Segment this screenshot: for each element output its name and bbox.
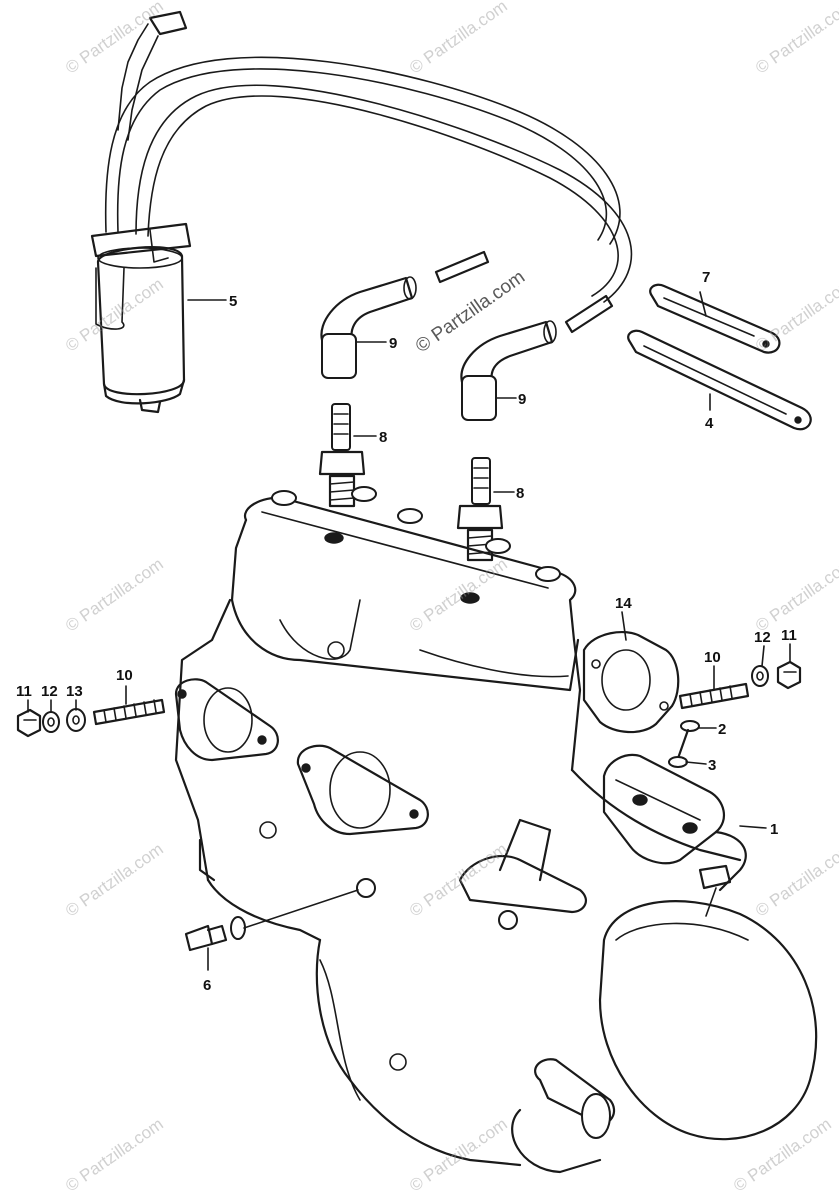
callout-6: 6	[203, 977, 211, 994]
lock-washer-left	[42, 711, 60, 733]
callout-8-right: 8	[516, 485, 524, 502]
pulser-unit-1	[602, 753, 747, 917]
engine-block	[174, 486, 818, 1174]
strap-long	[627, 329, 812, 431]
callout-12-right: 12	[754, 629, 771, 646]
stud-left	[92, 698, 166, 726]
washer-3	[668, 756, 688, 768]
callout-9-left: 9	[389, 335, 397, 352]
callout-14: 14	[615, 595, 632, 612]
callout-11-right: 11	[781, 627, 797, 644]
callout-12-left: 12	[41, 683, 58, 700]
callout-11-left: 11	[16, 683, 32, 700]
leader-lines	[27, 291, 791, 971]
intake-gasket	[582, 630, 680, 734]
callout-9-right: 9	[518, 391, 526, 408]
callout-10-right: 10	[704, 649, 721, 666]
spark-plug-cap-left	[320, 276, 417, 379]
callout-10-left: 10	[116, 667, 133, 684]
callout-1: 1	[770, 821, 778, 838]
washer-left	[66, 708, 86, 732]
callout-13: 13	[66, 683, 83, 700]
spark-plug-cap-right	[460, 320, 557, 421]
nut-left	[16, 708, 42, 738]
lock-washer-right	[751, 665, 769, 687]
strap-short	[649, 283, 781, 354]
high-tension-leads	[104, 56, 633, 334]
stud-right	[678, 682, 750, 710]
spark-plug-right	[456, 457, 504, 562]
callout-5: 5	[229, 293, 237, 310]
nut-right	[776, 660, 802, 690]
spark-plug-left	[318, 403, 366, 508]
callout-7: 7	[702, 269, 710, 286]
callout-2: 2	[718, 721, 726, 738]
ignition-coil	[90, 10, 192, 414]
callout-3: 3	[708, 757, 716, 774]
callout-4: 4	[705, 415, 714, 432]
callout-8-left: 8	[379, 429, 387, 446]
drain-bolt-6	[184, 889, 359, 952]
